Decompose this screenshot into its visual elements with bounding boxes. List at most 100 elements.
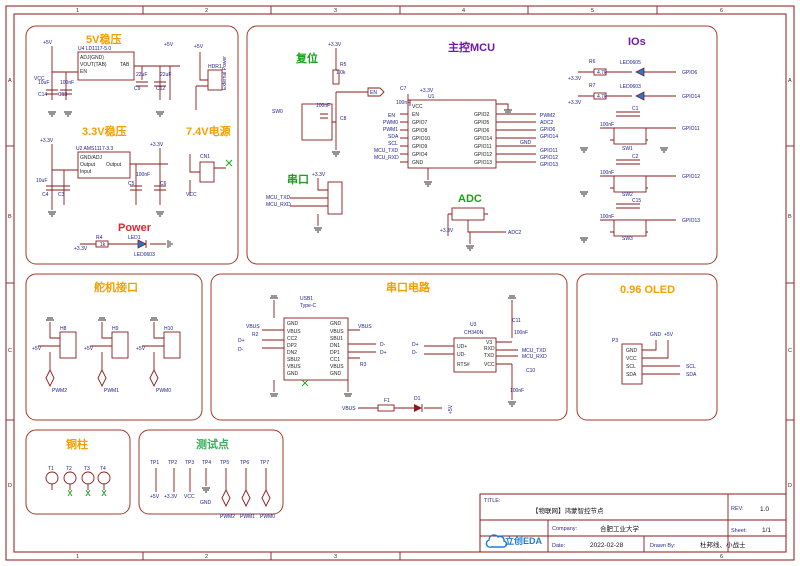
svg-text:CC1: CC1 [330, 357, 340, 363]
title-mcu: 主控MCU [448, 40, 495, 54]
svg-text:D+: D+ [238, 338, 245, 344]
logo-text: 立创EDA [505, 535, 543, 546]
svg-text:SCL: SCL [626, 364, 636, 370]
svg-text:SCL: SCL [686, 364, 696, 370]
svg-text:+5V: +5V [164, 42, 174, 48]
svg-text:D: D [788, 483, 792, 489]
svg-text:4.7k: 4.7k [597, 70, 607, 76]
svg-text:SCL: SCL [388, 141, 398, 147]
svg-text:6: 6 [720, 554, 723, 560]
svg-text:3: 3 [334, 554, 337, 560]
svg-text:GPIO8: GPIO8 [412, 128, 428, 134]
title-label: TITLE: [484, 498, 501, 504]
svg-text:F1: F1 [384, 398, 390, 404]
svg-text:PWM0: PWM0 [156, 388, 171, 394]
svg-text:EN: EN [370, 90, 377, 96]
svg-text:C11: C11 [512, 318, 521, 324]
svg-text:GPIO11: GPIO11 [540, 148, 558, 154]
svg-text:C15: C15 [632, 198, 641, 204]
svg-text:VOUT(TAB): VOUT(TAB) [80, 62, 107, 68]
svg-text:+5V: +5V [664, 332, 674, 338]
svg-text:T2: T2 [66, 466, 72, 472]
svg-text:Output: Output [80, 162, 96, 168]
mcu-u1: U1 C7 100nF +3.3V VCC EN GPIO7 GPIO8 GPI… [374, 86, 558, 187]
svg-text:D: D [8, 483, 12, 489]
svg-text:D1: D1 [414, 396, 421, 402]
section-oled-box [576, 273, 718, 421]
pillars: T1 T2 T3 T4 [45, 466, 111, 497]
title-reset: 复位 [295, 51, 318, 65]
svg-text:C13: C13 [58, 92, 67, 98]
svg-text:CN1: CN1 [200, 154, 210, 160]
svg-text:GPIO13: GPIO13 [474, 160, 492, 166]
svg-text:EN: EN [80, 69, 87, 75]
svg-text:+5V: +5V [448, 404, 454, 414]
svg-text:R2: R2 [252, 332, 259, 338]
date-label: Date: [552, 543, 566, 549]
title-7v4: 7.4V电源 [186, 124, 231, 138]
svg-text:TXD: TXD [484, 353, 494, 359]
svg-text:1: 1 [76, 554, 79, 560]
svg-text:D-: D- [380, 342, 386, 348]
ruler-top-6: 6 [720, 8, 723, 14]
svg-text:ADC2: ADC2 [540, 120, 554, 126]
svg-text:C6: C6 [160, 181, 167, 187]
title-adc: ADC [458, 193, 482, 205]
svg-text:10uF: 10uF [36, 178, 47, 184]
svg-text:R4: R4 [96, 235, 103, 241]
svg-text:T1: T1 [48, 466, 54, 472]
svg-text:PWM0: PWM0 [383, 120, 398, 126]
svg-text:100nF: 100nF [396, 100, 410, 106]
company-value: 合肥工业大学 [600, 524, 640, 533]
svg-text:GND: GND [287, 321, 299, 327]
svg-text:GPIO13: GPIO13 [682, 218, 700, 224]
svg-text:R7: R7 [589, 83, 596, 89]
svg-text:GPIO13: GPIO13 [540, 162, 558, 168]
svg-text:C: C [8, 348, 12, 354]
svg-text:C12: C12 [156, 86, 165, 92]
svg-text:+5V: +5V [136, 346, 146, 352]
svg-text:DN1: DN1 [330, 343, 340, 349]
svg-text:MCU_TXD: MCU_TXD [522, 348, 547, 354]
ruler-top-3: 3 [334, 8, 337, 14]
svg-text:GPIO4: GPIO4 [412, 152, 428, 158]
svg-text:D+: D+ [380, 350, 387, 356]
svg-text:C14: C14 [38, 92, 47, 98]
svg-text:Type-C: Type-C [300, 303, 317, 309]
svg-text:C1: C1 [632, 106, 639, 112]
ruler-top-5: 5 [591, 8, 594, 14]
svg-text:VBUS: VBUS [330, 364, 344, 370]
section-power-box [25, 25, 239, 265]
svg-text:GPIO14: GPIO14 [474, 136, 492, 142]
power-led: R4 1k LED1 LED0603 +3.3V [74, 235, 173, 258]
svg-text:GND: GND [330, 321, 342, 327]
svg-text:PWM2: PWM2 [540, 113, 555, 119]
svg-text:100nF: 100nF [136, 172, 150, 178]
date-value: 2022-02-28 [590, 542, 624, 549]
testpoints: TP1 TP2 TP3 TP4 TP5 TP6 TP7 +5V +3.3V VC… [150, 460, 275, 520]
svg-text:DN2: DN2 [287, 350, 297, 356]
svg-text:D-: D- [238, 347, 244, 353]
section-servo-box [25, 273, 203, 421]
svg-text:GND: GND [650, 332, 662, 338]
svg-text:R6: R6 [589, 59, 596, 65]
svg-text:DP2: DP2 [287, 343, 297, 349]
header-hdr1: HDR1 External Power +5V [194, 44, 228, 110]
svg-text:1k: 1k [100, 242, 106, 248]
header-7v4: CN1 VCC [186, 154, 233, 198]
svg-text:T4: T4 [100, 466, 106, 472]
svg-text:VCC: VCC [626, 356, 637, 362]
svg-text:GND: GND [412, 160, 424, 166]
svg-text:SW1: SW1 [622, 146, 633, 152]
svg-text:100nF: 100nF [600, 122, 614, 128]
section-serial-box [210, 273, 568, 421]
ruler-top: 1 2 3 4 5 6 [76, 6, 723, 14]
title-ios: IOs [628, 36, 646, 48]
ruler-sides: A B C D A B C D [6, 78, 794, 489]
rev-label: REV: [731, 506, 744, 512]
svg-text:SDA: SDA [686, 372, 697, 378]
svg-text:R5: R5 [340, 62, 347, 68]
svg-text:P3: P3 [612, 338, 618, 344]
svg-text:100nF: 100nF [514, 330, 528, 336]
svg-text:C: C [788, 348, 792, 354]
